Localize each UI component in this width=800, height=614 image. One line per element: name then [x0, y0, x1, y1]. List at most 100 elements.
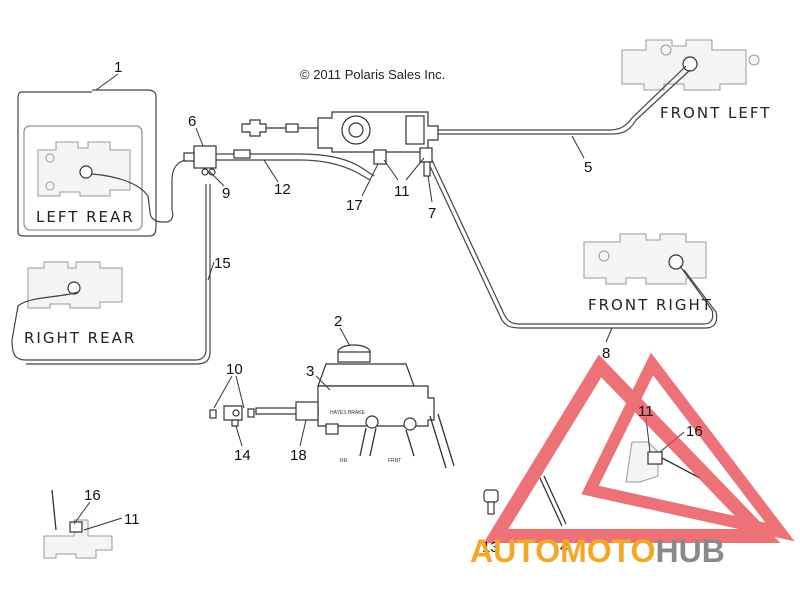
caliper-detail-body [43, 519, 113, 559]
callout-1: 1 [114, 59, 122, 76]
clevis-hole [232, 409, 240, 417]
port-fitting-17 [373, 149, 387, 165]
leader-12 [263, 159, 279, 183]
pin-4-shaft-b [543, 475, 567, 525]
callout-13: 13 [482, 539, 499, 556]
watermark-triangle-inner [581, 352, 795, 542]
leader-11-top-b [405, 157, 425, 181]
banjo-bolt-13 [483, 489, 499, 515]
callout-11-top: 11 [394, 183, 410, 200]
brake-line-12-b [216, 159, 371, 181]
clevis-nut [247, 408, 255, 418]
leader-17 [361, 163, 379, 197]
leader-11-top [383, 159, 399, 181]
leader-8 [605, 327, 613, 343]
port-right [403, 417, 417, 431]
callout-7: 7 [428, 205, 436, 222]
watermark-hub: HUB [655, 533, 724, 569]
left-rear-caliper-bolt [45, 181, 55, 191]
callout-5: 5 [584, 159, 592, 176]
callout-16-bottom: 16 [84, 487, 101, 504]
front-right-caliper-group: FRONT RIGHT [583, 233, 711, 314]
clevis-top [241, 119, 267, 137]
callout-6: 6 [188, 113, 196, 130]
leader-10-b [235, 375, 245, 409]
front-left-caliper-bolt [748, 54, 760, 66]
leader-6 [195, 127, 204, 147]
callout-4: 4 [560, 539, 568, 556]
port-line-left-b [369, 427, 377, 457]
port-fitting-7-stem [423, 161, 431, 177]
callout-8: 8 [602, 345, 610, 362]
brake-line-5-b [430, 69, 691, 135]
brake-line-8 [431, 159, 714, 325]
brake-line-15 [11, 184, 207, 361]
left-rear-label: LEFT REAR [36, 208, 135, 226]
brake-line-1 [91, 159, 194, 223]
front-right-caliper-bolt [598, 250, 610, 262]
clevis-stem [231, 419, 239, 427]
mount-boss [325, 423, 339, 435]
watermark-moto: MOTO [560, 533, 655, 569]
master-cylinder-end [405, 115, 425, 145]
brake-line-5 [430, 65, 687, 131]
leader-lines [73, 73, 685, 531]
leader-10-a [213, 375, 233, 409]
left-rear-caliper-group: LEFT REAR [23, 125, 143, 231]
leader-3 [315, 375, 331, 391]
pushrod-boot [295, 401, 319, 421]
pin-4 [539, 475, 567, 527]
callout-3: 3 [306, 363, 314, 380]
clevis-assembly [209, 405, 255, 427]
callout-15: 15 [214, 255, 231, 272]
leader-1 [95, 73, 119, 91]
tee-fitting-bolt [208, 168, 216, 176]
brake-line-1-outline [17, 89, 157, 237]
front-left-label: FRONT LEFT [660, 104, 771, 122]
port-line-mid [405, 429, 415, 457]
front-left-caliper-bleeder [682, 56, 698, 72]
callout-12: 12 [274, 181, 291, 198]
caliper-detail-bottom [43, 489, 113, 559]
reservoir-body [317, 363, 415, 387]
callout-10: 10 [226, 361, 243, 378]
left-rear-caliper-bolt [45, 153, 55, 163]
leader-18 [299, 419, 307, 447]
port-line-right [429, 415, 447, 469]
callout-2: 2 [334, 313, 342, 330]
master-cylinder-brand: HAYES BRAKE [330, 410, 366, 416]
leader-9 [209, 171, 225, 187]
brake-line-15-b [26, 184, 211, 365]
tee-fitting-body [193, 145, 217, 169]
pushrod-top [241, 119, 318, 137]
right-rear-caliper-group: RIGHT REAR [24, 261, 134, 347]
pushrod-nut [285, 123, 299, 133]
front-right-caliper [583, 233, 707, 285]
brake-tee-fitting [183, 145, 217, 176]
front-left-caliper-group: FRONT LEFT [621, 39, 771, 122]
port-left [365, 415, 379, 429]
port-line-right-b [437, 413, 455, 467]
copyright-notice: © 2011 Polaris Sales Inc. [300, 67, 445, 82]
left-rear-caliper-bleeder [79, 165, 93, 179]
caliper-detail-bleeder [69, 521, 83, 533]
callout-16-right: 16 [686, 423, 703, 440]
caliper-detail-right-fitting [647, 451, 663, 465]
tee-fitting-bolt [201, 168, 209, 176]
leader-2 [339, 327, 351, 347]
caliper-detail-line [51, 489, 57, 531]
port-mark-left: RR [340, 458, 348, 464]
watermark-triangle-outer [483, 354, 781, 543]
port-line-left [359, 427, 367, 457]
master-cylinder-exploded: HAYES BRAKE RR FRNT [255, 344, 455, 469]
leader-16-bottom [73, 501, 91, 525]
callout-18: 18 [290, 447, 307, 464]
callout-14: 14 [234, 447, 251, 464]
callout-numbers: 1 2 3 4 5 6 7 8 9 10 11 11 11 12 13 14 1… [84, 59, 703, 556]
front-left-caliper-bolt [660, 44, 672, 56]
brake-line-8-b [427, 161, 718, 329]
caliper-detail-right-line [661, 457, 701, 479]
port-mark-right: FRNT [388, 458, 401, 464]
